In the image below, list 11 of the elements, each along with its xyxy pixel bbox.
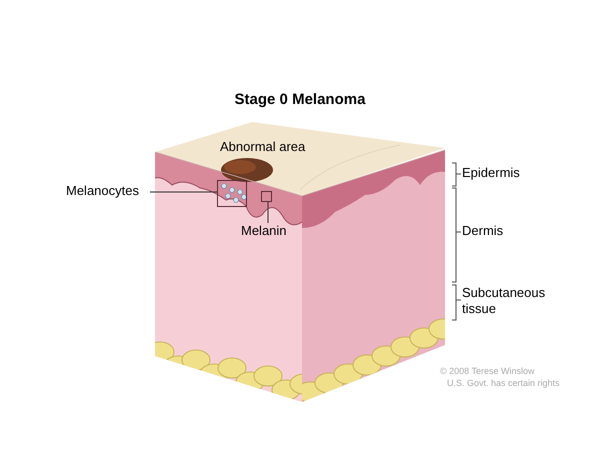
layer-label: Subcutaneous tissue — [462, 285, 546, 318]
layer-label: Dermis — [462, 223, 504, 240]
highlight-box — [217, 180, 247, 207]
layer-label: Abnormal area — [220, 139, 306, 156]
copyright-note: U.S. Govt. has certain rights — [447, 378, 561, 390]
part-label: Melanin — [241, 223, 295, 241]
highlight-box — [261, 191, 272, 202]
diagram-title: Stage 0 Melanoma — [234, 90, 366, 110]
part-label: Melanocytes — [66, 183, 150, 201]
layer-label: Epidermis — [462, 165, 521, 182]
copyright-note: © 2008 Terese Winslow — [440, 366, 536, 378]
